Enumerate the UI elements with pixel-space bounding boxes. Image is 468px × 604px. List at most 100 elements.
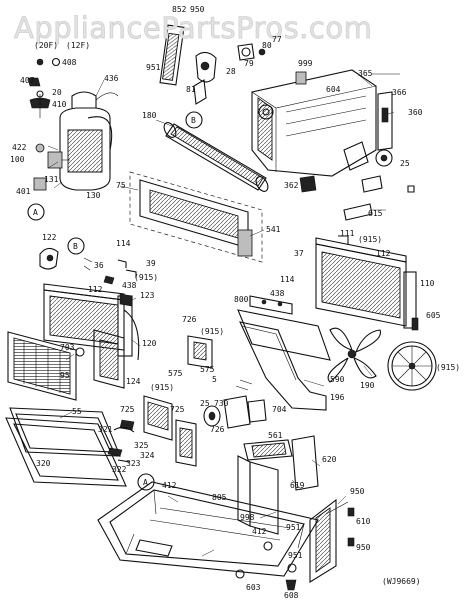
- callout-b-label-2: B: [73, 242, 78, 251]
- small-hardware-top: [39, 247, 137, 285]
- part-label: 77: [272, 35, 282, 44]
- part-label: 407: [20, 76, 35, 85]
- part-label: 324: [140, 451, 155, 460]
- drain-pan-gasket: [5, 407, 127, 487]
- part-label: 610: [356, 517, 371, 526]
- part-label: 401: [16, 187, 31, 196]
- part-label: 726: [182, 315, 197, 324]
- part-label: 196: [330, 393, 345, 402]
- part-label: 436: [104, 74, 119, 83]
- watermark-text: AppliancePartsPros.com: [14, 11, 372, 45]
- part-label: 110: [420, 279, 435, 288]
- part-label: 20: [52, 88, 62, 97]
- part-label: 620: [322, 455, 337, 464]
- part-label: 852: [172, 5, 187, 14]
- part-label: 998: [240, 513, 255, 522]
- part-label: 123: [140, 291, 155, 300]
- part-label: 360: [408, 108, 423, 117]
- callout-a-label-2: A: [143, 478, 148, 487]
- part-label: 325: [134, 441, 149, 450]
- part-label: 950: [350, 487, 365, 496]
- bracket-726: [187, 335, 213, 369]
- condenser-coil: [315, 235, 419, 331]
- part-label: 950: [356, 543, 371, 552]
- part-label: (915): [358, 235, 382, 244]
- scroll-housing: [237, 295, 331, 411]
- part-label: 438: [122, 281, 137, 290]
- part-label: 122: [42, 233, 57, 242]
- part-label: 805: [212, 493, 227, 502]
- part-label: 950: [190, 5, 205, 14]
- part-label: 725: [170, 405, 185, 414]
- part-label: (915): [436, 363, 460, 372]
- part-label: 75: [116, 181, 126, 190]
- part-label: (915): [200, 327, 224, 336]
- blower-wheel: [163, 122, 269, 192]
- part-label: 725: [120, 405, 135, 414]
- part-label: 81: [186, 85, 196, 94]
- compressor-fittings: [27, 57, 61, 191]
- part-label: 111: [340, 229, 355, 238]
- control-panel: [129, 171, 317, 263]
- part-label: (20F): [34, 41, 58, 50]
- part-label: 25: [400, 159, 410, 168]
- part-label: 321: [98, 425, 113, 434]
- callout-a-label: A: [33, 208, 38, 217]
- part-label: 55: [72, 407, 82, 416]
- part-label: 79: [244, 59, 254, 68]
- part-label: (915): [150, 383, 174, 392]
- part-label: 25: [200, 399, 210, 408]
- part-label: 412: [162, 481, 177, 490]
- part-label: 124: [126, 377, 141, 386]
- part-label: 322: [112, 465, 127, 474]
- part-label: 951: [286, 523, 301, 532]
- part-label: 95: [60, 371, 70, 380]
- part-label: 951: [288, 551, 303, 560]
- chassis-housing: [251, 69, 393, 177]
- callout-a-top: [27, 203, 45, 221]
- part-label: 615: [368, 209, 383, 218]
- part-label: 608: [284, 591, 299, 600]
- baffle-panels: [237, 435, 319, 535]
- condenser-fan-blade: [327, 327, 382, 383]
- part-label: 5: [212, 375, 217, 384]
- part-label: 541: [266, 225, 281, 234]
- fan-shroud: [387, 341, 437, 391]
- part-number-labels: 852 950 (20F) (12F) 408 407 20 410 436 9…: [10, 5, 460, 600]
- callout-b-mid: [67, 237, 85, 255]
- part-label: 320: [36, 459, 51, 468]
- part-label: 323: [126, 459, 141, 468]
- base-pan: [97, 481, 319, 579]
- part-label: 180: [142, 111, 157, 120]
- part-label: 703: [60, 343, 75, 352]
- part-label: 80: [262, 41, 272, 50]
- part-label: 590: [330, 375, 345, 384]
- drain-clips: [107, 419, 135, 463]
- part-label: 190: [360, 381, 375, 390]
- part-label: 575: [168, 369, 183, 378]
- part-label: 412: [252, 527, 267, 536]
- part-label: 726: [210, 425, 225, 434]
- part-label: 575: [200, 365, 215, 374]
- coil-end-plates: [75, 293, 133, 389]
- part-label: 114: [280, 275, 295, 284]
- part-label: 100: [10, 155, 25, 164]
- bracket-725: [143, 395, 197, 467]
- part-label: 999: [298, 59, 313, 68]
- part-label: 131: [44, 175, 59, 184]
- part-label: 130: [86, 191, 101, 200]
- part-label: 422: [12, 143, 27, 152]
- part-label: 36: [94, 261, 104, 270]
- part-label: 605: [426, 311, 441, 320]
- part-label: 410: [52, 100, 67, 109]
- part-label: 114: [116, 239, 131, 248]
- fan-motor: [203, 379, 267, 429]
- part-label: 366: [392, 88, 407, 97]
- motor-bracket-assembly: [159, 24, 266, 105]
- part-label: 120: [142, 339, 157, 348]
- part-label: (12F): [66, 41, 90, 50]
- part-label: (915): [134, 273, 158, 282]
- part-label: 28: [226, 67, 236, 76]
- part-label: 603: [246, 583, 261, 592]
